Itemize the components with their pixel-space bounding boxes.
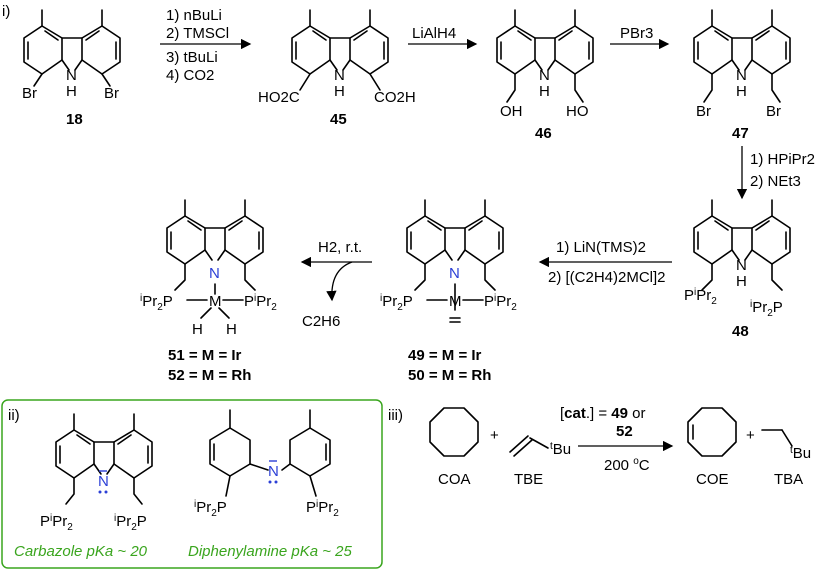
atom-co2h-45: CO2H — [374, 89, 416, 106]
plus-2: + — [746, 427, 755, 444]
reagent-1d: 4) CO2 — [166, 67, 214, 84]
label-46: 46 — [535, 125, 552, 142]
label-coa: COA — [438, 471, 471, 488]
tba-tbu: tBu — [790, 445, 811, 462]
plus-1: + — [490, 427, 499, 444]
coe-structure — [687, 407, 737, 457]
label-50: 50 = M = Rh — [408, 367, 491, 384]
atom-br-right-47: Br — [766, 103, 781, 120]
atom-h-46: H — [539, 83, 550, 100]
atom-h2-51: H — [226, 321, 237, 338]
atom-p-left-ii: PiPr2 — [40, 513, 73, 533]
atom-p-right-49: PiPr2 — [484, 293, 517, 313]
atom-p-left-dpa: iPr2P — [194, 499, 227, 519]
atom-n-18: N — [66, 67, 77, 84]
atom-p-left-49: iPr2P — [380, 293, 413, 313]
carbazolide-structure — [55, 413, 153, 505]
label-tba: TBA — [774, 471, 803, 488]
label-47: 47 — [732, 125, 749, 142]
label-45: 45 — [330, 111, 347, 128]
compound-51-structure — [166, 199, 264, 319]
reagent-6a: H2, r.t. — [318, 239, 362, 256]
label-52: 52 = M = Rh — [168, 367, 251, 384]
atom-p-left-48: PiPr2 — [684, 287, 717, 307]
atom-n-carbazolide: N — [98, 473, 109, 490]
atom-n-46: N — [539, 67, 550, 84]
compound-47-structure — [693, 9, 791, 103]
reagent-1c: 3) tBuLi — [166, 49, 218, 66]
atom-br-left-47: Br — [696, 103, 711, 120]
atom-m-49: M — [449, 293, 462, 310]
panel-label-i: i) — [2, 3, 10, 20]
atom-h1-51: H — [192, 321, 203, 338]
atom-n-45: N — [334, 67, 345, 84]
atom-oh-46: OH — [500, 103, 523, 120]
cat-label-52: 52 — [616, 423, 633, 440]
panel-label-iii: iii) — [388, 407, 403, 424]
atom-p-right-48: iPr2P — [750, 299, 783, 319]
atom-m-51: M — [209, 293, 222, 310]
caption-carbazole: Carbazole pKa ~ 20 — [14, 543, 148, 560]
reagent-5b: 2) [(C2H4)2MCl]2 — [548, 269, 666, 286]
compound-45-structure — [291, 9, 389, 91]
reagent-4b: 2) NEt3 — [750, 173, 801, 190]
label-tbe: TBE — [514, 471, 543, 488]
label-coe: COE — [696, 471, 729, 488]
panel-label-ii: ii) — [8, 407, 20, 424]
compound-18-structure — [23, 9, 121, 87]
reagent-5a: 1) LiN(TMS)2 — [556, 239, 646, 256]
reagent-1b: 2) TMSCl — [166, 25, 229, 42]
panel-ii-box — [1, 399, 383, 569]
caption-diphenylamine: Diphenylamine pKa ~ 25 — [188, 543, 353, 560]
cat-label: [cat.] = 49 or — [560, 405, 646, 422]
reagent-2: LiAlH4 — [412, 25, 456, 42]
atom-h-48: H — [736, 273, 747, 290]
compound-48-structure — [693, 199, 791, 291]
atom-br-left-18: Br — [22, 85, 37, 102]
atom-h-18: H — [66, 83, 77, 100]
atom-n-51: N — [209, 265, 220, 282]
atom-n-47: N — [736, 67, 747, 84]
coa-structure — [429, 407, 479, 457]
compound-49-structure — [406, 199, 504, 323]
tbe-tbu: tBu — [550, 441, 571, 458]
diphenylamide-structure — [209, 409, 331, 497]
atom-p-right-dpa: PiPr2 — [306, 499, 339, 519]
atom-n-49: N — [449, 265, 460, 282]
label-51: 51 = M = Ir — [168, 347, 242, 364]
label-18: 18 — [66, 111, 83, 128]
atom-h-47: H — [736, 83, 747, 100]
reagent-6b: C2H6 — [302, 313, 340, 330]
atom-p-left-51: iPr2P — [140, 293, 173, 313]
tba-structure — [761, 429, 793, 447]
atom-p-right-ii: iPr2P — [114, 513, 147, 533]
label-49: 49 = M = Ir — [408, 347, 482, 364]
label-48: 48 — [732, 323, 749, 340]
tbe-structure — [509, 435, 549, 457]
atom-n-diphenylamide: N — [268, 463, 279, 480]
atom-h-45: H — [334, 83, 345, 100]
reagent-4a: 1) HPiPr2 — [750, 151, 815, 168]
compound-46-structure — [496, 9, 594, 103]
atom-br-right-18: Br — [104, 85, 119, 102]
atom-ho-46: HO — [566, 103, 589, 120]
atom-p-right-51: PiPr2 — [244, 293, 277, 313]
temp-label: 200 oC — [604, 456, 650, 474]
atom-ho2c-45: HO2C — [258, 89, 300, 106]
reagent-1a: 1) nBuLi — [166, 7, 222, 24]
atom-n-48: N — [736, 257, 747, 274]
reagent-3: PBr3 — [620, 25, 653, 42]
